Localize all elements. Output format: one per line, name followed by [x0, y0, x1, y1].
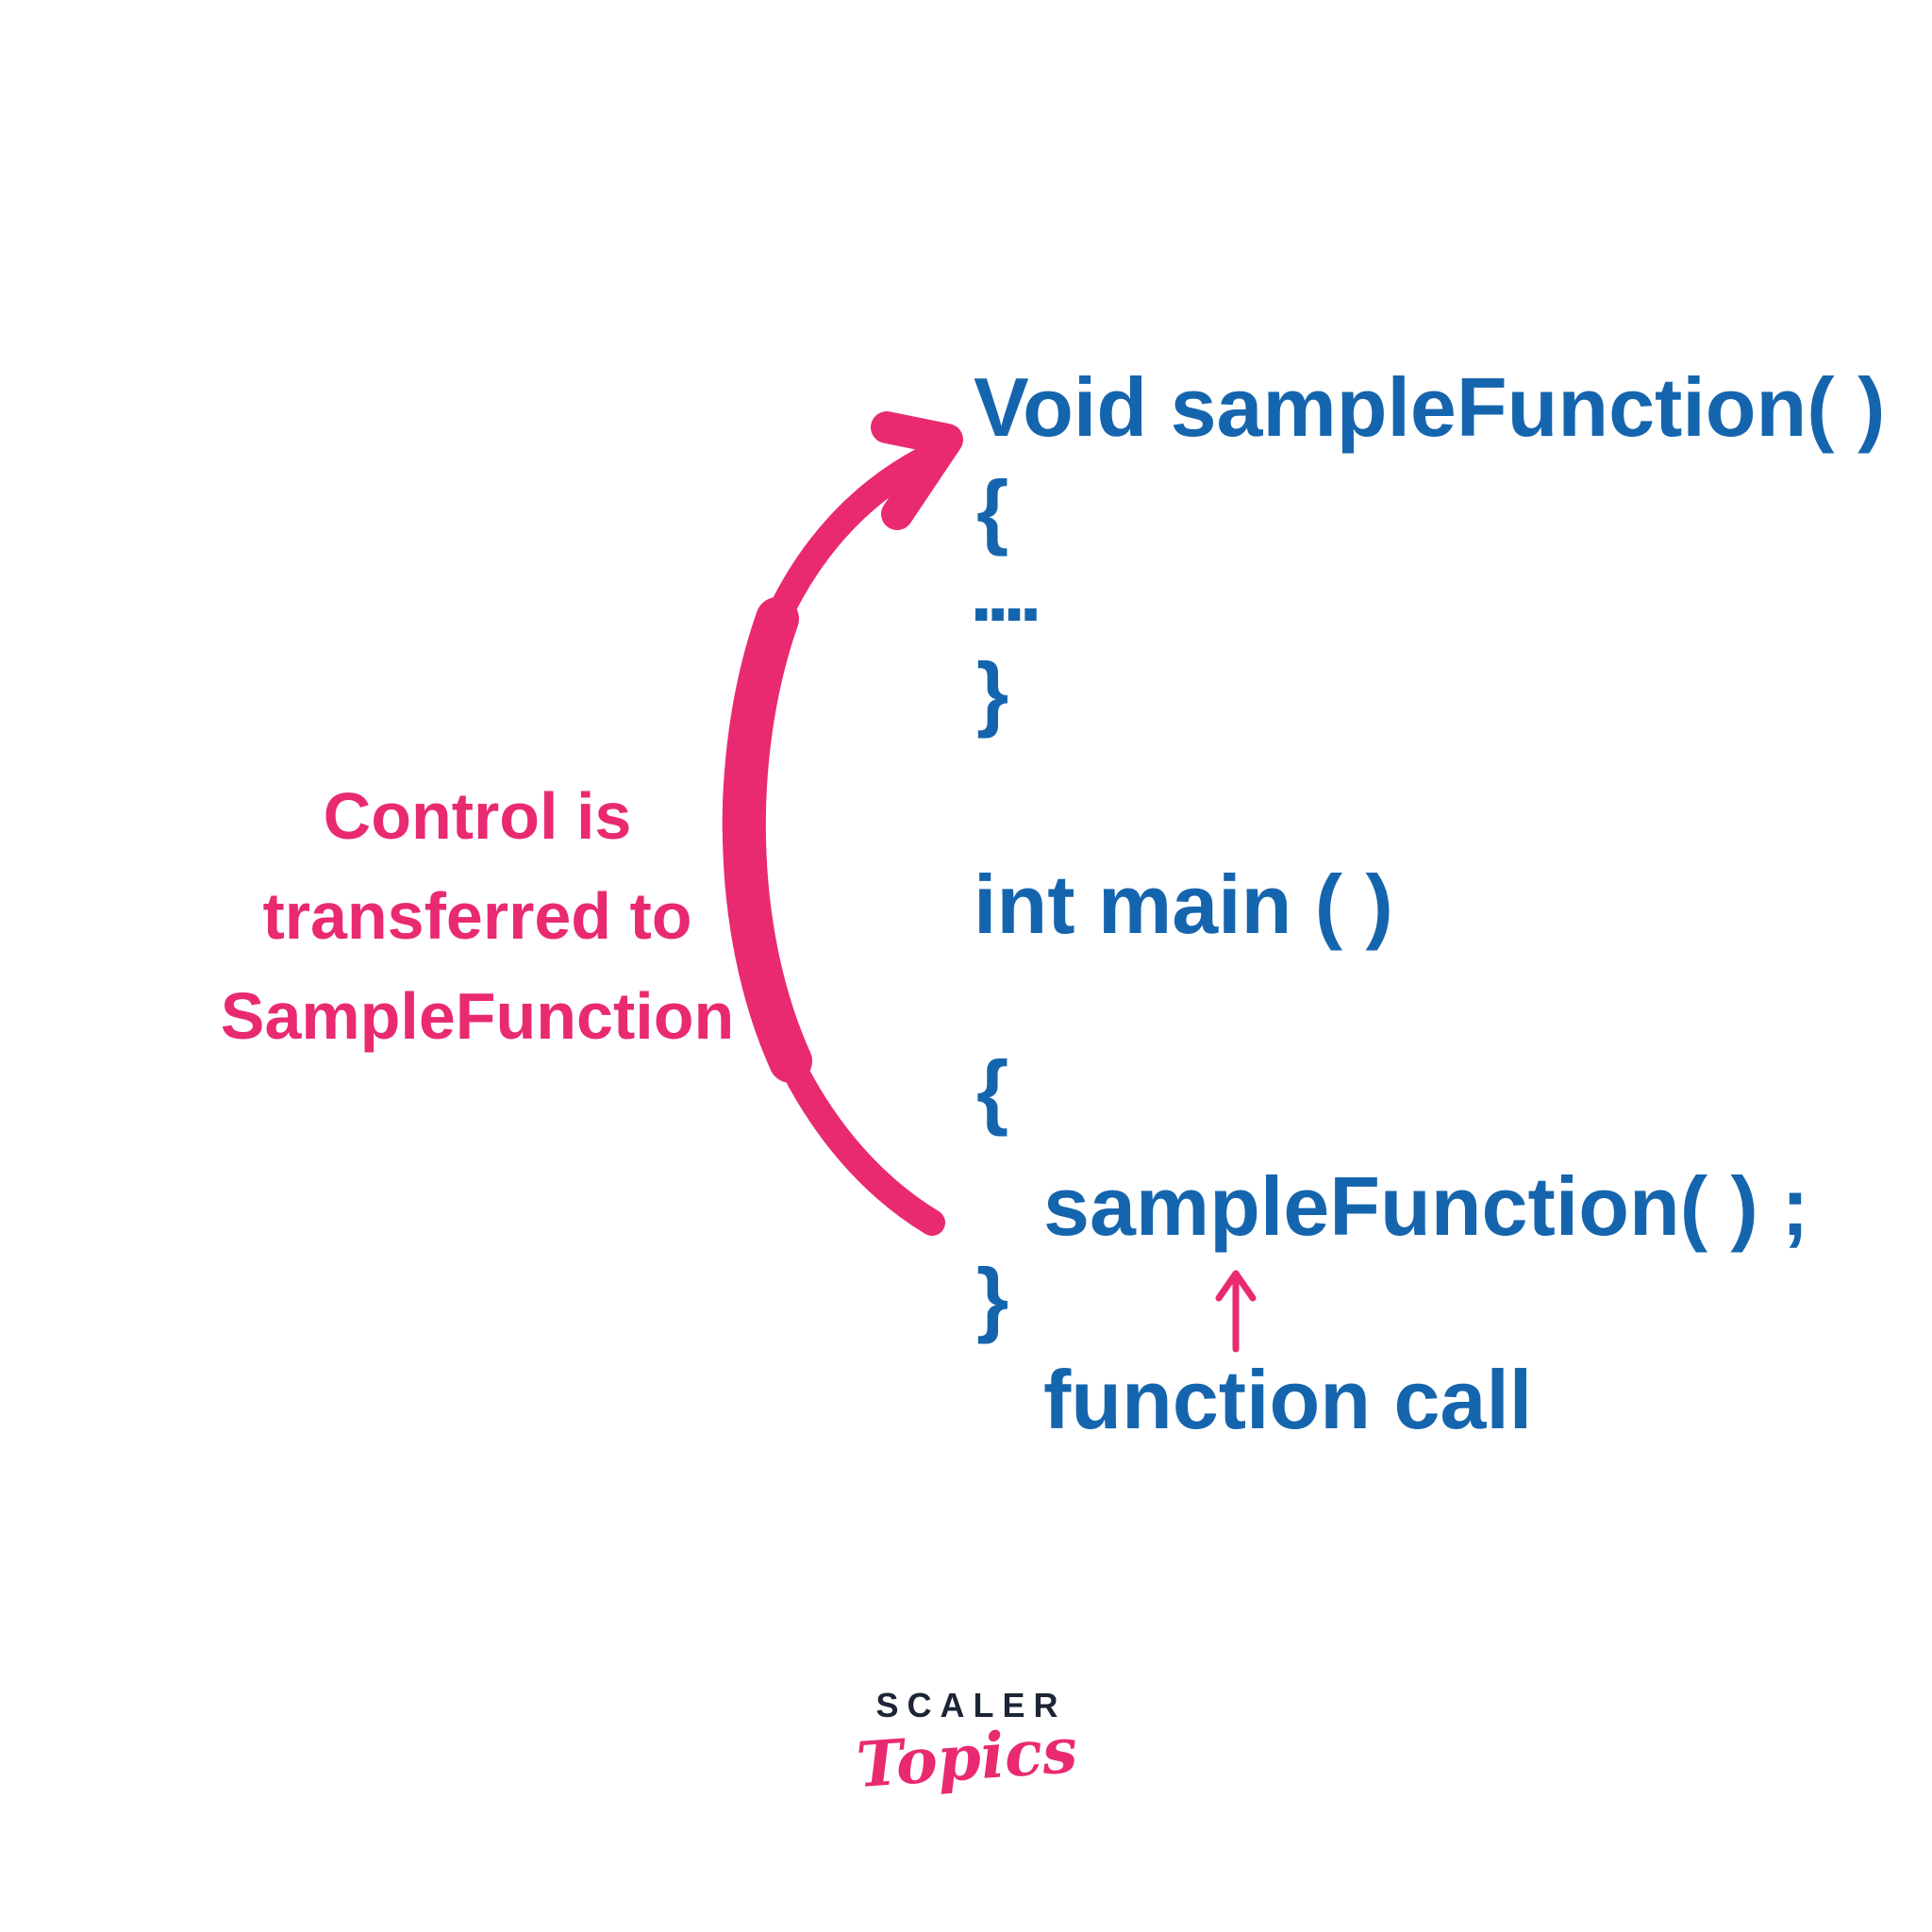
control-transfer-label-line2: transferred to	[262, 879, 692, 953]
code-open-brace-main: {	[976, 1043, 1009, 1137]
control-transfer-arrow	[722, 411, 963, 1236]
function-call-caption: function call	[1043, 1353, 1533, 1446]
code-line-sample-function-call: sampleFunction( ) ;	[1043, 1159, 1809, 1253]
code-body-dots: ....	[970, 545, 1042, 639]
code-line-int-main-declaration: int main ( )	[974, 858, 1393, 951]
scaler-topics-logo: SCALER Topics	[825, 1686, 1108, 1803]
code-close-brace-main: }	[976, 1251, 1009, 1344]
code-line-sample-function-declaration: Void sampleFunction( )	[974, 360, 1886, 454]
code-open-brace-sample-function: {	[976, 463, 1009, 557]
function-call-arrowhead	[1215, 1270, 1257, 1302]
control-transfer-label: Control is transferred to SampleFunction	[142, 766, 813, 1066]
logo-product-text: Topics	[854, 1712, 1080, 1803]
logo-brand-text: SCALER	[875, 1686, 1067, 1724]
control-transfer-label-line1: Control is	[323, 779, 632, 853]
control-transfer-arrow-bulge	[722, 597, 812, 1083]
function-call-arrow-icon	[1215, 1270, 1257, 1353]
control-transfer-label-line3: SampleFunction	[220, 979, 735, 1053]
code-close-brace-sample-function: }	[976, 645, 1009, 739]
control-transfer-arrowhead-icon	[871, 411, 963, 530]
